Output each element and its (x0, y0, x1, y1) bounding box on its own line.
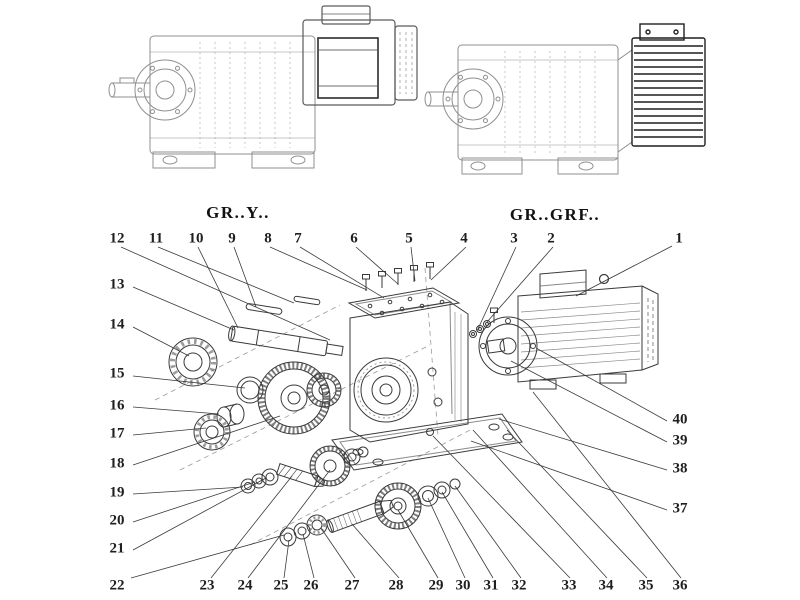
gear-housing (457, 44, 633, 175)
variant-label-grgrf: GR..GRF.. (509, 205, 601, 224)
callout-11: 11 (148, 230, 164, 247)
bearing-17 (193, 413, 231, 451)
variant-label-gry: GR..Y.. (206, 203, 270, 222)
callout-5: 5 (405, 230, 413, 247)
callout-1: 1 (675, 230, 683, 247)
callout-6: 6 (350, 230, 358, 247)
exploded-motor (517, 269, 659, 390)
intermediate-cluster (240, 445, 369, 494)
callout-14: 14 (109, 316, 125, 333)
input-shaft-group (228, 295, 344, 357)
callout-31: 31 (483, 577, 499, 594)
callout-20: 20 (109, 512, 125, 529)
callout-37: 37 (672, 500, 688, 517)
assembled-view-grgrf (424, 23, 706, 175)
front-cap (134, 59, 196, 121)
callout-9: 9 (228, 230, 236, 247)
exploded-view (120, 245, 682, 579)
spacer-16 (216, 403, 245, 428)
pinion-cluster (279, 478, 461, 547)
callout-33: 33 (561, 577, 577, 594)
callout-22: 22 (109, 577, 125, 594)
callout-30: 30 (455, 577, 471, 594)
gear-housing (149, 35, 316, 169)
assembled-view-gry (108, 5, 418, 169)
callout-2: 2 (547, 230, 555, 247)
callout-34: 34 (598, 577, 614, 594)
callout-25: 25 (273, 577, 289, 594)
callout-36: 36 (672, 577, 688, 594)
gearbox-housing (349, 301, 469, 443)
callout-8: 8 (264, 230, 272, 247)
motor-flange (478, 316, 538, 376)
output-shaft (108, 77, 150, 98)
leader-lines (120, 245, 682, 579)
front-cap (442, 68, 504, 130)
callout-18: 18 (109, 455, 125, 472)
callout-27: 27 (344, 577, 360, 594)
callout-39: 39 (672, 432, 688, 449)
callout-12: 12 (109, 230, 125, 247)
callout-15: 15 (109, 365, 125, 382)
callout-32: 32 (511, 577, 527, 594)
callout-3: 3 (510, 230, 518, 247)
callout-26: 26 (303, 577, 319, 594)
callout-24: 24 (237, 577, 253, 594)
base-plate (331, 413, 523, 471)
bearing-14 (168, 337, 218, 387)
callout-35: 35 (638, 577, 654, 594)
cover-bolts (362, 262, 434, 291)
callout-7: 7 (294, 230, 302, 247)
alignment-axes (154, 267, 471, 546)
flange-fasteners (469, 307, 498, 338)
callout-28: 28 (388, 577, 404, 594)
callout-38: 38 (672, 460, 688, 477)
housing-cover (347, 287, 461, 319)
callout-16: 16 (109, 397, 125, 414)
callout-29: 29 (428, 577, 444, 594)
motor (302, 5, 418, 106)
small-gear (306, 372, 342, 408)
callout-19: 19 (109, 484, 125, 501)
callout-40: 40 (672, 411, 688, 428)
callout-13: 13 (109, 276, 125, 293)
large-gear (257, 361, 331, 435)
callout-10: 10 (188, 230, 204, 247)
callout-23: 23 (199, 577, 215, 594)
compact-motor (631, 23, 706, 147)
callout-17: 17 (109, 425, 125, 442)
callout-4: 4 (460, 230, 468, 247)
callout-21: 21 (109, 540, 125, 557)
